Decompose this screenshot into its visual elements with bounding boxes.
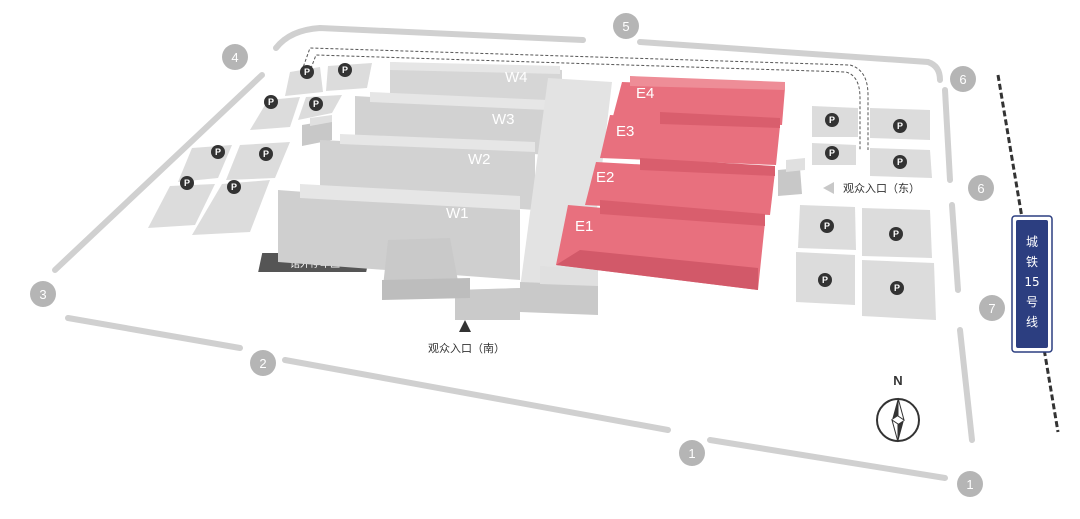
hall-e2 — [585, 162, 775, 215]
svg-text:6: 6 — [959, 72, 966, 87]
entrance-east[interactable]: 观众入口（东） — [823, 182, 920, 195]
east-halls — [556, 76, 785, 290]
svg-text:5: 5 — [622, 19, 629, 34]
gate-marker-5[interactable]: 5 — [613, 13, 639, 39]
gate-markers: 4 5 6 6 7 3 2 1 1 — [30, 13, 1005, 497]
svg-text:P: P — [184, 178, 190, 188]
parking-icons: P P P P P P P P P P P P P P P P — [180, 63, 907, 295]
gate-marker-6-north[interactable]: 6 — [950, 66, 976, 92]
entrance-east-arrow-icon — [823, 182, 834, 194]
dashed-loop-road-inner — [301, 54, 861, 150]
compass-label: N — [893, 373, 902, 388]
svg-text:P: P — [342, 65, 348, 75]
south-annex-east — [520, 282, 598, 315]
label-e4: E4 — [636, 85, 654, 102]
small-building-west — [302, 115, 332, 146]
svg-text:4: 4 — [231, 50, 238, 65]
label-w3: W3 — [492, 111, 515, 128]
svg-text:6: 6 — [977, 181, 984, 196]
parking-icon: P — [890, 281, 904, 295]
parking-icon: P — [180, 176, 194, 190]
hall-labels: W4 W3 W2 W1 E4 E3 E2 E1 — [446, 69, 654, 235]
parking-icon: P — [820, 219, 834, 233]
label-w4: W4 — [505, 69, 528, 86]
svg-text:P: P — [893, 229, 899, 239]
gate-marker-6-east[interactable]: 6 — [968, 175, 994, 201]
hall-e4 — [612, 82, 785, 125]
metro-char-1: 城 — [1026, 235, 1038, 249]
entrance-south-arrow-icon — [459, 320, 471, 332]
entrance-south-label: 观众入口（南） — [428, 342, 505, 355]
svg-text:P: P — [897, 157, 903, 167]
svg-text:P: P — [313, 99, 319, 109]
metro-badge[interactable]: 城 铁 15 号 线 — [1011, 215, 1053, 353]
metro-char-2: 铁 — [1026, 255, 1038, 269]
parking-icon: P — [227, 180, 241, 194]
svg-text:7: 7 — [988, 301, 995, 316]
entrance-south[interactable]: 观众入口（南） — [428, 320, 505, 355]
svg-text:P: P — [263, 149, 269, 159]
parking-icon: P — [309, 97, 323, 111]
parking-icon: P — [825, 146, 839, 160]
svg-text:P: P — [829, 115, 835, 125]
svg-text:P: P — [824, 221, 830, 231]
entrance-east-label: 观众入口（东） — [843, 182, 920, 195]
gate-marker-1-corner[interactable]: 1 — [957, 471, 983, 497]
parking-lots-east — [796, 106, 936, 320]
parking-icon: P — [825, 113, 839, 127]
parking-icon: P — [211, 145, 225, 159]
gate-marker-2[interactable]: 2 — [250, 350, 276, 376]
gate-marker-3[interactable]: 3 — [30, 281, 56, 307]
svg-text:1: 1 — [688, 446, 695, 461]
label-e2: E2 — [596, 169, 614, 186]
parking-icon: P — [818, 273, 832, 287]
svg-text:2: 2 — [259, 356, 266, 371]
svg-text:P: P — [268, 97, 274, 107]
parking-icon: P — [893, 155, 907, 169]
hall-w1 — [278, 190, 520, 280]
metro-char-5: 线 — [1026, 315, 1038, 329]
metro-char-4: 号 — [1026, 295, 1038, 309]
svg-text:P: P — [215, 147, 221, 157]
gate-marker-4[interactable]: 4 — [222, 44, 248, 70]
svg-text:P: P — [304, 67, 310, 77]
parking-icon: P — [259, 147, 273, 161]
compass: N — [876, 373, 920, 443]
parking-icon: P — [300, 65, 314, 79]
parking-icon: P — [338, 63, 352, 77]
svg-text:P: P — [822, 275, 828, 285]
parking-icon: P — [893, 119, 907, 133]
roads — [52, 24, 975, 481]
svg-text:P: P — [231, 182, 237, 192]
gate-marker-7[interactable]: 7 — [979, 295, 1005, 321]
dashed-loop-road — [294, 47, 869, 150]
label-e3: E3 — [616, 123, 634, 140]
gate-marker-1-center[interactable]: 1 — [679, 440, 705, 466]
svg-text:P: P — [829, 148, 835, 158]
parking-icon: P — [889, 227, 903, 241]
metro-char-3: 15 — [1024, 275, 1039, 289]
svg-text:3: 3 — [39, 287, 46, 302]
hall-e3 — [600, 115, 780, 165]
svg-text:1: 1 — [966, 477, 973, 492]
label-w1: W1 — [446, 205, 469, 222]
parking-icon: P — [264, 95, 278, 109]
small-building-east — [778, 158, 805, 196]
label-w2: W2 — [468, 151, 491, 168]
svg-text:P: P — [894, 283, 900, 293]
label-e1: E1 — [575, 218, 593, 235]
svg-text:P: P — [897, 121, 903, 131]
